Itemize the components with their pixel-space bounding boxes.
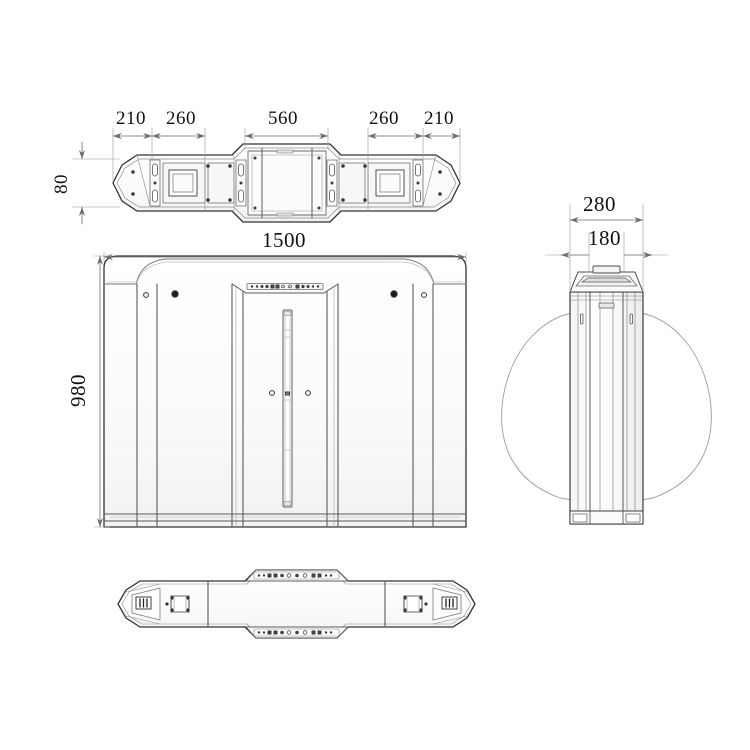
vent-grille-right	[441, 596, 458, 610]
view-bottom	[117, 569, 476, 639]
dimension-label-210-right: 210	[424, 108, 454, 129]
view-top	[112, 143, 461, 223]
dimension-label-1500: 1500	[262, 228, 306, 252]
dimension-label-560: 560	[268, 108, 298, 129]
dimension-side-outer	[569, 203, 644, 293]
view-front	[103, 255, 467, 528]
mount-bracket-right	[403, 595, 428, 613]
dimension-label-260-right: 260	[369, 108, 399, 129]
vent-grille-left	[135, 596, 152, 610]
dimension-front-height	[93, 255, 111, 528]
view-side	[501, 265, 712, 525]
dimension-chain-top	[112, 127, 461, 182]
dimension-label-180: 180	[588, 226, 621, 250]
dimension-label-280: 280	[583, 192, 616, 216]
dimension-front-width	[103, 251, 467, 263]
dimension-label-980: 980	[66, 374, 90, 407]
dimension-top-depth	[71, 141, 121, 225]
dimension-label-80: 80	[51, 174, 72, 194]
dimension-label-210-left: 210	[116, 108, 146, 129]
dimension-label-260-left: 260	[166, 108, 196, 129]
dimension-side-inner	[544, 231, 669, 273]
mount-bracket-left	[165, 595, 190, 613]
